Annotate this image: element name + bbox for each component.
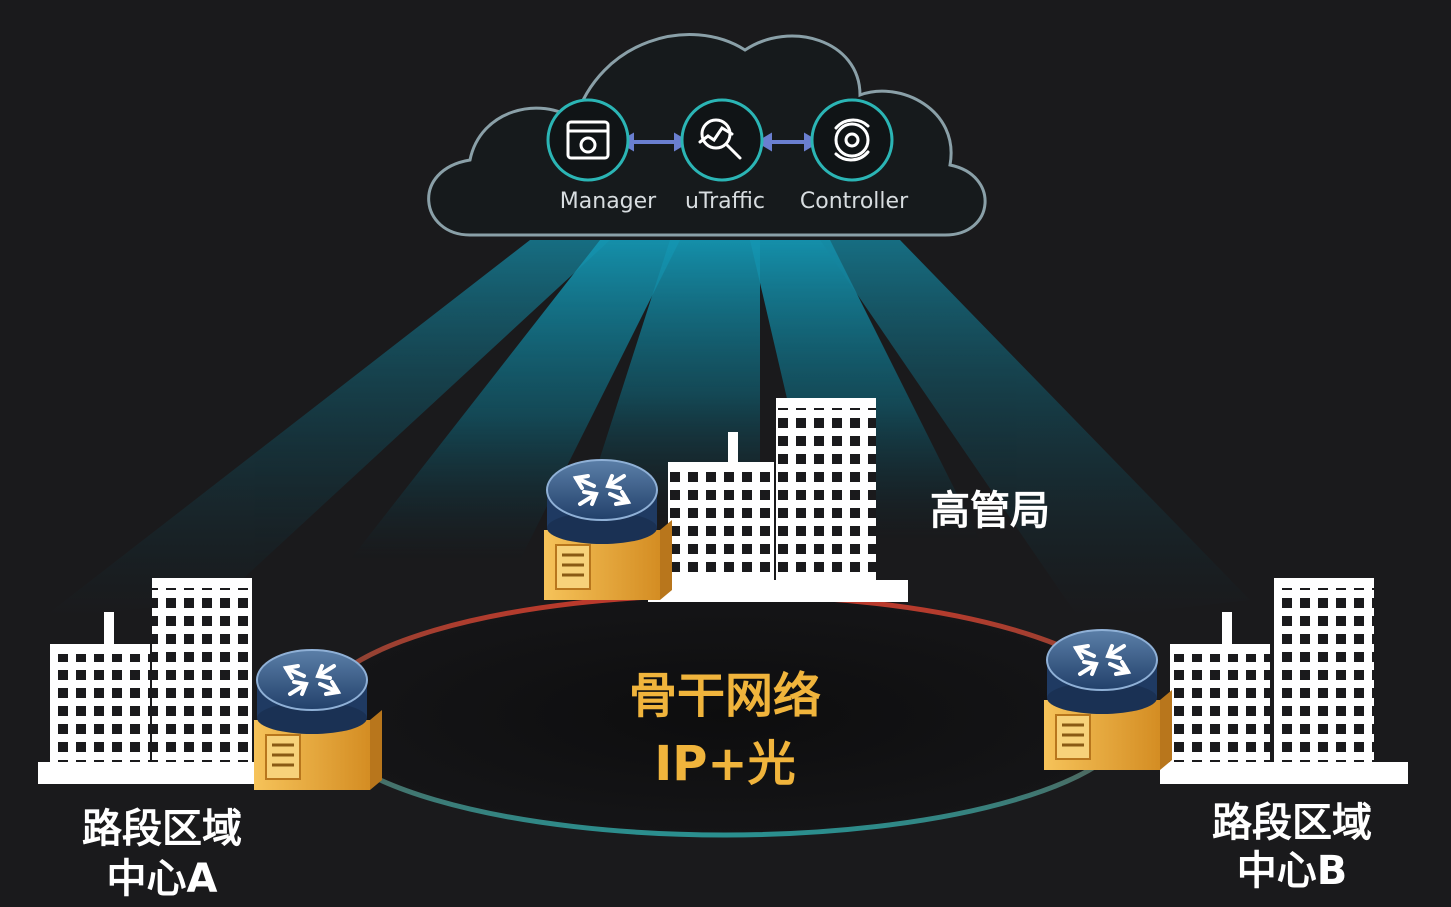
service-utraffic	[680, 98, 764, 182]
traffic-analysis-magnifier-icon	[698, 118, 742, 160]
router-center-b	[1042, 628, 1174, 772]
site-label-center-b-line1: 路段区域	[1212, 800, 1372, 846]
controller-gear-cycle-icon	[834, 118, 870, 162]
center-a-buildings	[38, 578, 298, 784]
router-hq	[542, 458, 674, 602]
service-controller	[810, 98, 894, 182]
center-b-buildings	[1160, 578, 1408, 784]
service-label-manager: Manager	[560, 189, 657, 214]
cloud-light-beams	[40, 240, 1250, 620]
service-manager	[546, 98, 630, 182]
backbone-title: 骨干网络	[629, 668, 821, 724]
site-label-center-b-line2: 中心B	[1237, 848, 1348, 894]
service-label-controller: Controller	[800, 189, 909, 214]
backbone-subtitle: IP+光	[654, 736, 795, 792]
site-label-hq: 高管局	[930, 488, 1050, 534]
site-label-center-a-line1: 路段区域	[82, 806, 242, 852]
router-center-a	[252, 648, 384, 792]
site-label-center-a-line2: 中心A	[107, 856, 218, 902]
service-label-utraffic: uTraffic	[685, 189, 765, 214]
manager-window-gear-icon	[566, 120, 610, 160]
hq-buildings	[648, 398, 908, 602]
